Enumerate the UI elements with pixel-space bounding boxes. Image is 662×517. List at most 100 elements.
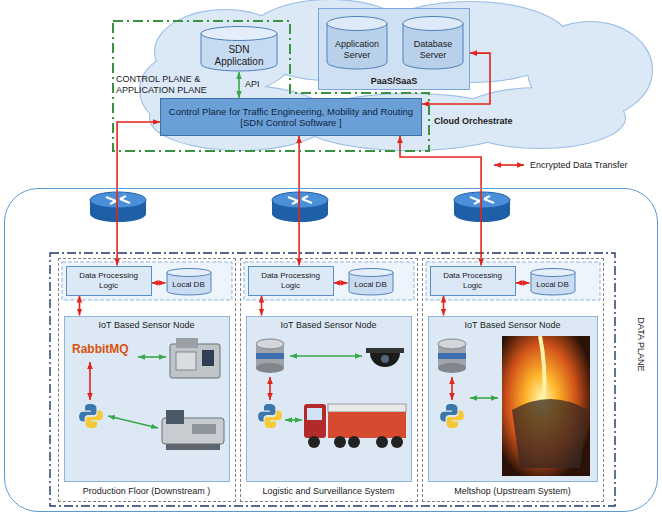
- system-column: Logistic and Surveillance SystemData Pro…: [240, 258, 418, 502]
- truck-illustration: [376, 436, 388, 448]
- encrypted-link: [117, 122, 160, 266]
- node-text: Local DB: [536, 280, 568, 290]
- cylinder-top: [349, 268, 393, 276]
- python-logo: [79, 404, 103, 428]
- node-text: IoT Based Sensor Node: [247, 320, 411, 331]
- cnc-machine: [176, 338, 198, 348]
- application-cylinder: SDN Application: [200, 26, 278, 72]
- node-text: Production Floor (Downstream ): [59, 486, 235, 497]
- cylinder-top: [327, 17, 387, 31]
- cnc-machine: [170, 344, 220, 378]
- node-text: Application Server: [329, 39, 385, 61]
- node-text: Data Processing Logic: [253, 271, 329, 290]
- truck-illustration: [328, 404, 406, 412]
- legend-swatch: [492, 159, 526, 171]
- camera-icon: [366, 348, 404, 367]
- sensor-node-box: IoT Based Sensor Node: [64, 316, 230, 482]
- encrypted-link: [79, 296, 81, 316]
- lathe-machine: [166, 444, 220, 450]
- internal-red-arrow: [451, 377, 453, 400]
- processing-group: [244, 262, 414, 300]
- internal-green-arrow: [290, 355, 362, 357]
- legend-row: Encrypted Data Transfer: [492, 159, 628, 171]
- encrypted-link: [443, 296, 445, 316]
- python-logo: [440, 404, 464, 428]
- camera-icon: [381, 355, 389, 363]
- sensor-node-box: IoT Based Sensor Node: [428, 316, 598, 482]
- node-text: Data Processing Logic: [71, 271, 147, 290]
- cylinder-top: [201, 27, 277, 41]
- node-text: Data Processing Logic: [435, 271, 511, 290]
- node-text: PaaS/SaaS: [319, 76, 469, 87]
- camera-icon: [366, 348, 404, 353]
- database-cylinder: Local DB: [166, 268, 212, 296]
- edge-label: API: [245, 79, 260, 90]
- node-text: SDN Application: [203, 44, 275, 68]
- cylinder-top: [531, 268, 575, 276]
- truck-illustration: [334, 436, 346, 448]
- node-text: Database Server: [405, 39, 461, 61]
- internal-green-arrow: [285, 419, 302, 421]
- system-column: Meltshop (Upstream System) Data Processin…: [422, 258, 604, 502]
- internal-green-arrow: [470, 397, 498, 399]
- node-text: IoT Based Sensor Node: [65, 320, 229, 331]
- inner-dashed-region: [50, 253, 615, 506]
- node-text: Meltshop (Upstream System): [423, 486, 603, 497]
- encrypted-link: [334, 282, 348, 284]
- python-logo: [79, 404, 464, 428]
- truck-illustration: [328, 412, 406, 438]
- encrypted-link: [400, 136, 481, 266]
- lathe-machine: [162, 410, 224, 450]
- meltshop-ladle: [502, 336, 590, 476]
- python-logo: [258, 404, 282, 428]
- cloud-outline: [140, 0, 652, 150]
- system-column: Production Floor (Downstream ) Data Proce…: [58, 258, 236, 502]
- process-box: Data Processing Logic: [430, 266, 516, 296]
- legend-text: Encrypted Data Transfer: [530, 160, 628, 171]
- sensor-node-box: IoT Based Sensor Node: [246, 316, 412, 482]
- internal-green-arrow: [108, 356, 498, 428]
- process-box: Data Processing Logic: [248, 266, 334, 296]
- cnc-machine: [176, 352, 196, 370]
- node-text: CONTROL PLANE & APPLICATION PLANE: [116, 74, 228, 96]
- internal-red-arrow: [269, 377, 271, 400]
- meltshop-ladle: [512, 399, 588, 468]
- router-icon: [90, 192, 146, 222]
- sensor-node-fill: [64, 316, 230, 482]
- truck-illustration: [348, 436, 360, 448]
- node-text: DATA PLANE: [636, 306, 647, 382]
- processing-group: [426, 262, 600, 300]
- server-cylinder: Application Server: [326, 16, 388, 70]
- router-icon: [454, 192, 510, 222]
- internal-green-arrow: [108, 416, 158, 428]
- encrypted-link: [261, 296, 263, 316]
- encrypted-link: [238, 72, 240, 98]
- router-icon: [272, 192, 328, 222]
- broker-icon: [256, 339, 284, 373]
- internal-red-arrow: [89, 362, 91, 400]
- camera-icon: [370, 353, 400, 367]
- internal-green-arrow: [138, 356, 166, 358]
- truck-illustration: [304, 404, 406, 448]
- internal-red-arrow: [90, 362, 452, 400]
- broker-icon: [438, 339, 466, 373]
- cloud-fill: [140, 0, 652, 150]
- truck-illustration: [308, 436, 320, 448]
- encrypted-link: [152, 282, 166, 284]
- database-cylinder: Local DB: [530, 268, 576, 296]
- broker-icon: [256, 339, 466, 373]
- legend-arrow: [494, 164, 524, 166]
- control-box: Control Plane for Traffic Engineering, M…: [160, 98, 422, 136]
- truck-illustration: [391, 436, 403, 448]
- lathe-machine: [192, 424, 216, 434]
- encrypted-link: [516, 282, 530, 284]
- platform-box: PaaS/SaaS Application Server Database Serv…: [318, 8, 470, 90]
- lathe-machine: [166, 410, 184, 424]
- meltshop-ladle: [540, 336, 545, 398]
- node-text: IoT Based Sensor Node: [429, 320, 597, 331]
- processing-group: [62, 262, 600, 300]
- cnc-machine: [170, 338, 220, 378]
- cylinder-top: [167, 268, 211, 276]
